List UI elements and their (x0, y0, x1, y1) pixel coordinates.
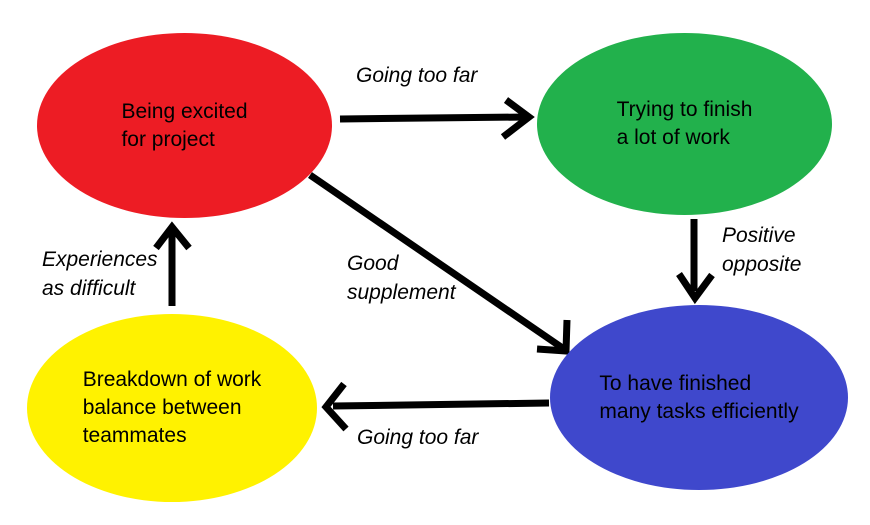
node-finished-many-tasks-label: To have finished many tasks efficiently (599, 370, 798, 426)
edge-label-positive-opposite: Positive opposite (722, 221, 801, 279)
node-label-line: Breakdown of work (82, 368, 262, 391)
edge-label-line: Good (347, 252, 399, 275)
node-label-line: To have finished (599, 371, 752, 395)
edge-label-line: as difficult (42, 277, 136, 300)
node-label-line: teammates (82, 424, 187, 447)
node-breakdown-of-work: Breakdown of work balance between teamma… (27, 314, 317, 502)
node-label-line: for project (121, 127, 215, 151)
node-being-excited-label: Being excited for project (121, 98, 247, 154)
edge-label-good-supplement: Good supplement (347, 249, 456, 307)
arrow-head-icon (500, 97, 535, 140)
node-label-line: many tasks efficiently (599, 399, 799, 423)
arrow-breakdown-to-excited (153, 221, 192, 306)
node-finished-many-tasks: To have finished many tasks efficiently (550, 305, 848, 490)
node-label-line: a lot of work (616, 126, 730, 149)
node-label-line: balance between (82, 396, 242, 419)
arrow-excited-to-finished (308, 172, 571, 355)
arrow-head-icon (321, 381, 349, 432)
arrow-finished-to-breakdown (321, 381, 550, 432)
edge-label-going-too-far-top: Going too far (356, 64, 478, 87)
arrow-head-icon (153, 221, 192, 251)
edge-label-line: Experiences (42, 248, 158, 271)
edge-label-line: opposite (722, 253, 802, 276)
edge-label-going-too-far-bottom: Going too far (357, 426, 479, 449)
edge-label-line: Positive (722, 224, 796, 247)
arrow-head-icon (536, 319, 571, 355)
edge-label-line: supplement (347, 281, 456, 304)
arrow-shaft (339, 113, 527, 123)
node-label-line: Trying to finish (616, 98, 753, 121)
node-trying-to-finish: Trying to finish a lot of work (537, 33, 832, 215)
arrow-trying-to-finished (676, 219, 715, 305)
node-being-excited: Being excited for project (37, 33, 332, 218)
arrow-shaft (332, 399, 550, 410)
arrow-shaft (308, 172, 566, 352)
arrow-excited-to-trying (339, 97, 535, 140)
node-label-line: Being excited (121, 99, 248, 123)
node-trying-to-finish-label: Trying to finish a lot of work (617, 96, 753, 152)
node-breakdown-of-work-label: Breakdown of work balance between teamma… (83, 366, 262, 450)
arrow-head-icon (676, 272, 715, 305)
edge-label-experiences-as-difficult: Experiences as difficult (42, 245, 158, 303)
